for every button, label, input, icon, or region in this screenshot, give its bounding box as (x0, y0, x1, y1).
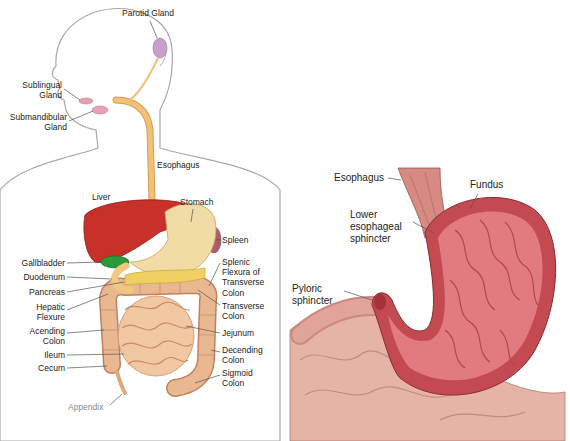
part-label: Liver (92, 192, 132, 202)
part-label: Lower esophageal sphincter (350, 209, 412, 245)
part-label: Duodenum (5, 272, 65, 282)
part-label: Hepatic Flexure (20, 302, 65, 322)
part-label: Appendix (68, 402, 118, 412)
part-label: Submandibular Gland (5, 112, 67, 132)
part-label: Sublingual Gland (12, 80, 62, 100)
part-label: Esophagus (157, 160, 212, 170)
part-label: Sigmoid Colon (222, 368, 270, 388)
part-label: Stomach (180, 197, 230, 207)
part-label: Transverse Colon (222, 301, 272, 321)
part-label: Fundus (470, 179, 520, 191)
part-label: Spleen (222, 235, 272, 245)
part-label: Pyloric sphincter (292, 283, 347, 307)
part-label: Splenic Flexura of Transverse Colon (222, 257, 270, 298)
part-label: Pancreas (5, 287, 65, 297)
part-label: Gallbladder (5, 258, 65, 268)
part-label: Cecum (5, 363, 65, 373)
part-label: Acending Colon (20, 326, 65, 346)
part-label: Esophagus (334, 172, 389, 184)
part-label: Parotid Gland (122, 8, 192, 18)
part-label: Ileum (5, 350, 65, 360)
part-label: Decending Colon (222, 345, 270, 365)
part-label: Jejunum (222, 328, 272, 338)
body-outline (0, 9, 280, 441)
